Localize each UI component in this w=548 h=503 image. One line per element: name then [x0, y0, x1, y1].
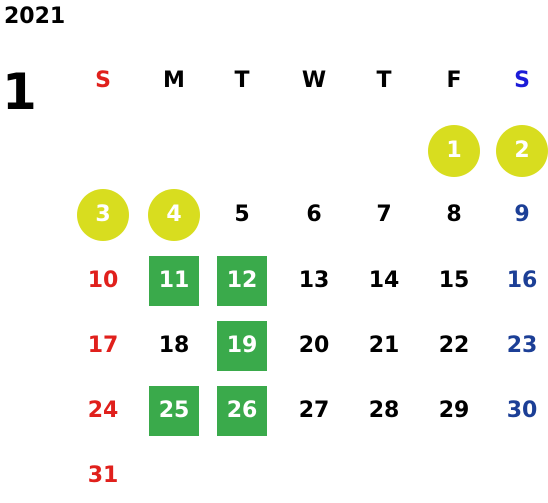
day-cell[interactable]: 23	[495, 319, 548, 373]
day-number: 25	[149, 386, 199, 436]
day-number: 8	[446, 202, 462, 227]
day-cell[interactable]: 30	[495, 384, 548, 438]
highlighted-day-cell[interactable]: 26	[215, 384, 269, 438]
day-number: 9	[514, 202, 530, 227]
day-cell[interactable]: 8	[427, 188, 481, 242]
day-cell[interactable]: 31	[76, 449, 130, 503]
day-cell[interactable]: 17	[76, 319, 130, 373]
day-number: 6	[306, 202, 322, 227]
day-number: 5	[234, 202, 250, 227]
day-number: 15	[438, 268, 470, 293]
day-number: 3	[77, 189, 129, 241]
day-number: 12	[217, 256, 267, 306]
day-number: 10	[87, 268, 119, 293]
holiday-day-cell[interactable]: 1	[427, 124, 481, 178]
day-cell[interactable]: 21	[357, 319, 411, 373]
day-cell[interactable]: 15	[427, 254, 481, 308]
year-label: 2021	[4, 4, 66, 29]
day-number: 1	[428, 125, 480, 177]
day-cell[interactable]: 29	[427, 384, 481, 438]
weekday-header: S	[95, 68, 111, 93]
highlighted-day-cell[interactable]: 25	[147, 384, 201, 438]
day-number: 27	[298, 398, 330, 423]
day-cell[interactable]: 14	[357, 254, 411, 308]
day-cell[interactable]: 5	[215, 188, 269, 242]
day-number: 14	[368, 268, 400, 293]
weekday-header: T	[376, 68, 392, 93]
day-number: 29	[438, 398, 470, 423]
highlighted-day-cell[interactable]: 12	[215, 254, 269, 308]
month-number: 1	[2, 63, 37, 121]
day-number: 7	[376, 202, 392, 227]
day-number: 11	[149, 256, 199, 306]
day-number: 28	[368, 398, 400, 423]
weekday-header: T	[234, 68, 250, 93]
weekday-header: W	[301, 68, 327, 93]
weekday-header: S	[514, 68, 530, 93]
day-cell[interactable]: 9	[495, 188, 548, 242]
weekday-header: M	[163, 68, 185, 93]
day-number: 21	[368, 333, 400, 358]
day-cell[interactable]: 20	[287, 319, 341, 373]
day-number: 19	[217, 321, 267, 371]
day-number: 26	[217, 386, 267, 436]
day-number: 23	[506, 333, 538, 358]
day-number: 17	[87, 333, 119, 358]
day-number: 4	[148, 189, 200, 241]
day-cell[interactable]: 22	[427, 319, 481, 373]
day-cell[interactable]: 24	[76, 384, 130, 438]
holiday-day-cell[interactable]: 2	[495, 124, 548, 178]
day-cell[interactable]: 10	[76, 254, 130, 308]
day-number: 30	[506, 398, 538, 423]
highlighted-day-cell[interactable]: 11	[147, 254, 201, 308]
day-number: 18	[158, 333, 190, 358]
day-cell[interactable]: 7	[357, 188, 411, 242]
day-cell[interactable]: 16	[495, 254, 548, 308]
day-cell[interactable]: 28	[357, 384, 411, 438]
day-cell[interactable]: 18	[147, 319, 201, 373]
day-cell[interactable]: 6	[287, 188, 341, 242]
day-cell[interactable]: 13	[287, 254, 341, 308]
day-number: 13	[298, 268, 330, 293]
holiday-day-cell[interactable]: 4	[147, 188, 201, 242]
weekday-header: F	[446, 68, 462, 93]
day-number: 20	[298, 333, 330, 358]
day-number: 2	[496, 125, 548, 177]
day-number: 24	[87, 398, 119, 423]
day-number: 16	[506, 268, 538, 293]
day-number: 22	[438, 333, 470, 358]
holiday-day-cell[interactable]: 3	[76, 188, 130, 242]
day-number: 31	[87, 463, 119, 488]
highlighted-day-cell[interactable]: 19	[215, 319, 269, 373]
day-cell[interactable]: 27	[287, 384, 341, 438]
